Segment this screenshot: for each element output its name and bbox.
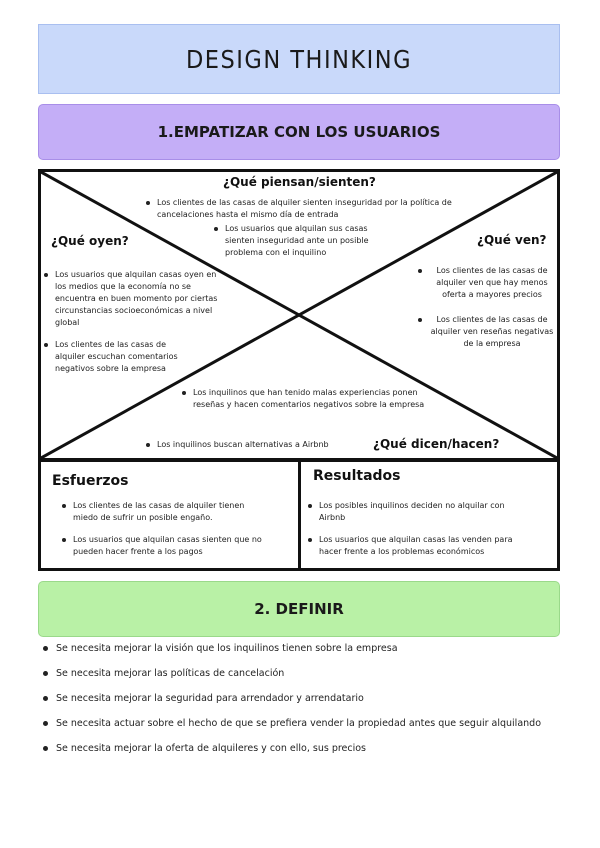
section-empathize-title: 1.EMPATIZAR CON LOS USUARIOS <box>157 123 441 141</box>
efforts-list: Los clientes de las casas de alquiler ti… <box>61 500 271 558</box>
list-item: Los inquilinos buscan alternativas a Air… <box>145 439 365 451</box>
section-empathize-header: 1.EMPATIZAR CON LOS USUARIOS <box>38 104 560 160</box>
list-item: Se necesita mejorar la oferta de alquile… <box>40 740 580 765</box>
quadrant-think-list-2: Los usuarios que alquilan sus casas sien… <box>213 223 393 259</box>
page-title: DESIGN THINKING <box>185 44 413 74</box>
section-define-header: 2. DEFINIR <box>38 581 560 637</box>
diagonal-line-b <box>41 172 557 458</box>
quadrant-say-list: Los inquilinos que han tenido malas expe… <box>181 387 431 411</box>
list-item: Los usuarios que alquilan casas oyen en … <box>43 269 228 329</box>
list-item: Se necesita actuar sobre el hecho de que… <box>40 715 580 740</box>
list-item: Los clientes de las casas de alquiler si… <box>145 197 475 221</box>
title-banner: DESIGN THINKING <box>38 24 560 94</box>
results-list: Los posibles inquilinos deciden no alqui… <box>307 500 532 558</box>
empathy-map: ¿Qué piensan/sienten? Los clientes de la… <box>38 169 560 461</box>
list-item: Se necesita mejorar la visión que los in… <box>40 640 580 665</box>
list-item: Los usuarios que alquilan casas sienten … <box>61 534 271 558</box>
list-item: Los clientes de las casas de alquiler es… <box>43 339 178 375</box>
list-item: Los clientes de las casas de alquiler ti… <box>61 500 271 524</box>
empathy-map-diagonals <box>41 172 557 458</box>
efforts-heading: Esfuerzos <box>52 473 129 489</box>
quadrant-hear-list: Los usuarios que alquilan casas oyen en … <box>43 269 228 329</box>
list-item: Los inquilinos que han tenido malas expe… <box>181 387 431 411</box>
define-list: Se necesita mejorar la visión que los in… <box>40 640 580 765</box>
list-item: Los clientes de las casas de alquiler ve… <box>417 265 555 301</box>
list-item: Los usuarios que alquilan sus casas sien… <box>213 223 393 259</box>
quadrant-see-list-2: Los clientes de las casas de alquiler ve… <box>417 314 555 350</box>
quadrant-say-list-2: Los inquilinos buscan alternativas a Air… <box>145 439 365 451</box>
quadrant-hear-list-2: Los clientes de las casas de alquiler es… <box>43 339 178 375</box>
list-item: Los usuarios que alquilan casas las vend… <box>307 534 532 558</box>
results-box: Resultados Los posibles inquilinos decid… <box>298 459 560 571</box>
section-define-title: 2. DEFINIR <box>254 600 344 618</box>
quadrant-say-heading: ¿Qué dicen/hacen? <box>373 437 500 451</box>
quadrant-think-heading: ¿Qué piensan/sienten? <box>223 175 376 189</box>
quadrant-see-list: Los clientes de las casas de alquiler ve… <box>417 265 555 301</box>
quadrant-hear-heading: ¿Qué oyen? <box>51 234 129 248</box>
quadrant-think-list: Los clientes de las casas de alquiler si… <box>145 197 475 221</box>
list-item: Se necesita mejorar la seguridad para ar… <box>40 690 580 715</box>
results-heading: Resultados <box>313 468 401 484</box>
list-item: Se necesita mejorar las políticas de can… <box>40 665 580 690</box>
quadrant-see-heading: ¿Qué ven? <box>477 233 547 247</box>
list-item: Los posibles inquilinos deciden no alqui… <box>307 500 532 524</box>
list-item: Los clientes de las casas de alquiler ve… <box>417 314 555 350</box>
efforts-box: Esfuerzos Los clientes de las casas de a… <box>38 459 301 571</box>
